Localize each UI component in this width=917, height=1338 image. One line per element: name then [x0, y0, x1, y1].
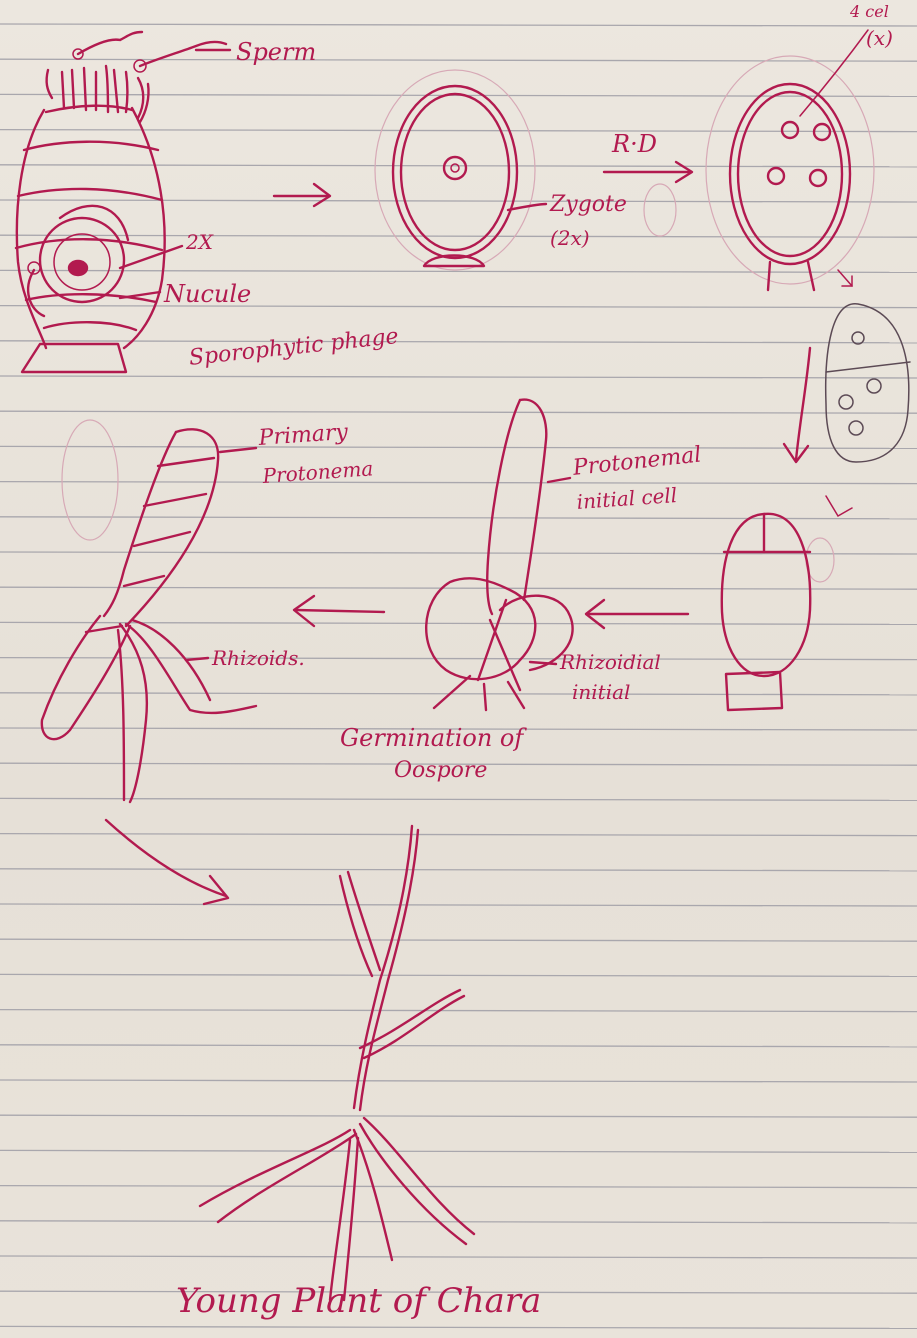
ruled-line	[0, 1010, 917, 1012]
label-sperm: Sperm	[236, 40, 316, 64]
ruled-line	[0, 24, 917, 26]
ruled-line	[0, 306, 917, 308]
label-rhizoidal-initial: Rhizoidial	[560, 652, 661, 672]
ruled-line	[0, 904, 917, 906]
primary-protonema	[42, 429, 256, 802]
ruled-line	[0, 1080, 917, 1082]
ruled-line	[0, 1150, 917, 1152]
ruled-line	[0, 834, 917, 836]
ruled-line	[0, 270, 917, 272]
rd-arrow	[604, 162, 692, 182]
sperm-cells	[73, 32, 230, 72]
germinating-oospore	[426, 400, 572, 710]
ruled-line	[0, 974, 917, 976]
ruled-line	[0, 1115, 917, 1117]
label-germination: Germination of	[340, 726, 523, 750]
ruled-line	[0, 658, 917, 660]
ruled-line	[0, 482, 917, 484]
label-four-cell-ploidy: (x)	[866, 28, 893, 48]
ruled-line	[0, 130, 917, 132]
ruled-line	[0, 798, 917, 800]
ruled-line	[0, 376, 917, 378]
label-initial: initial	[572, 682, 630, 702]
mature-oospore	[722, 514, 810, 710]
label-rhizoids: Rhizoids.	[212, 648, 305, 668]
ruled-line	[0, 693, 917, 695]
partitioned-oospore	[826, 304, 910, 462]
label-nucule: Nucule	[164, 282, 251, 306]
ruled-line	[0, 587, 917, 589]
bleed-through-marks	[62, 184, 834, 582]
arrow-to-young-plant	[106, 820, 228, 904]
ruled-line	[0, 1256, 917, 1258]
ruled-line	[0, 446, 917, 448]
ruled-line	[0, 411, 917, 413]
ruled-line	[0, 1045, 917, 1047]
zygote-cell	[375, 70, 546, 270]
ruled-line	[0, 235, 917, 237]
label-reduction-division: R·D	[612, 132, 657, 156]
label-initial-cell: initial cell	[576, 485, 678, 512]
label-2x: 2X	[186, 232, 213, 252]
oogonium-nucule	[16, 66, 182, 372]
arrow-down-2	[784, 348, 852, 516]
young-plant-chara	[200, 826, 474, 1300]
label-oospore: Oospore	[394, 760, 487, 782]
label-zygote-ploidy: (2x)	[550, 228, 590, 248]
arrow-left-2	[294, 596, 384, 626]
four-cell-stage	[706, 30, 874, 290]
label-zygote: Zygote	[550, 194, 627, 216]
ruled-line	[0, 869, 917, 871]
arrow-to-zygote	[274, 184, 330, 206]
label-four-cell: 4 cel	[850, 4, 889, 20]
ruled-line	[0, 200, 917, 202]
ruled-line	[0, 1326, 917, 1328]
ruled-line	[0, 341, 917, 343]
ruled-line	[0, 939, 917, 941]
label-young-plant: Young Plant of Chara	[176, 1284, 541, 1318]
ruled-line	[0, 1186, 917, 1188]
